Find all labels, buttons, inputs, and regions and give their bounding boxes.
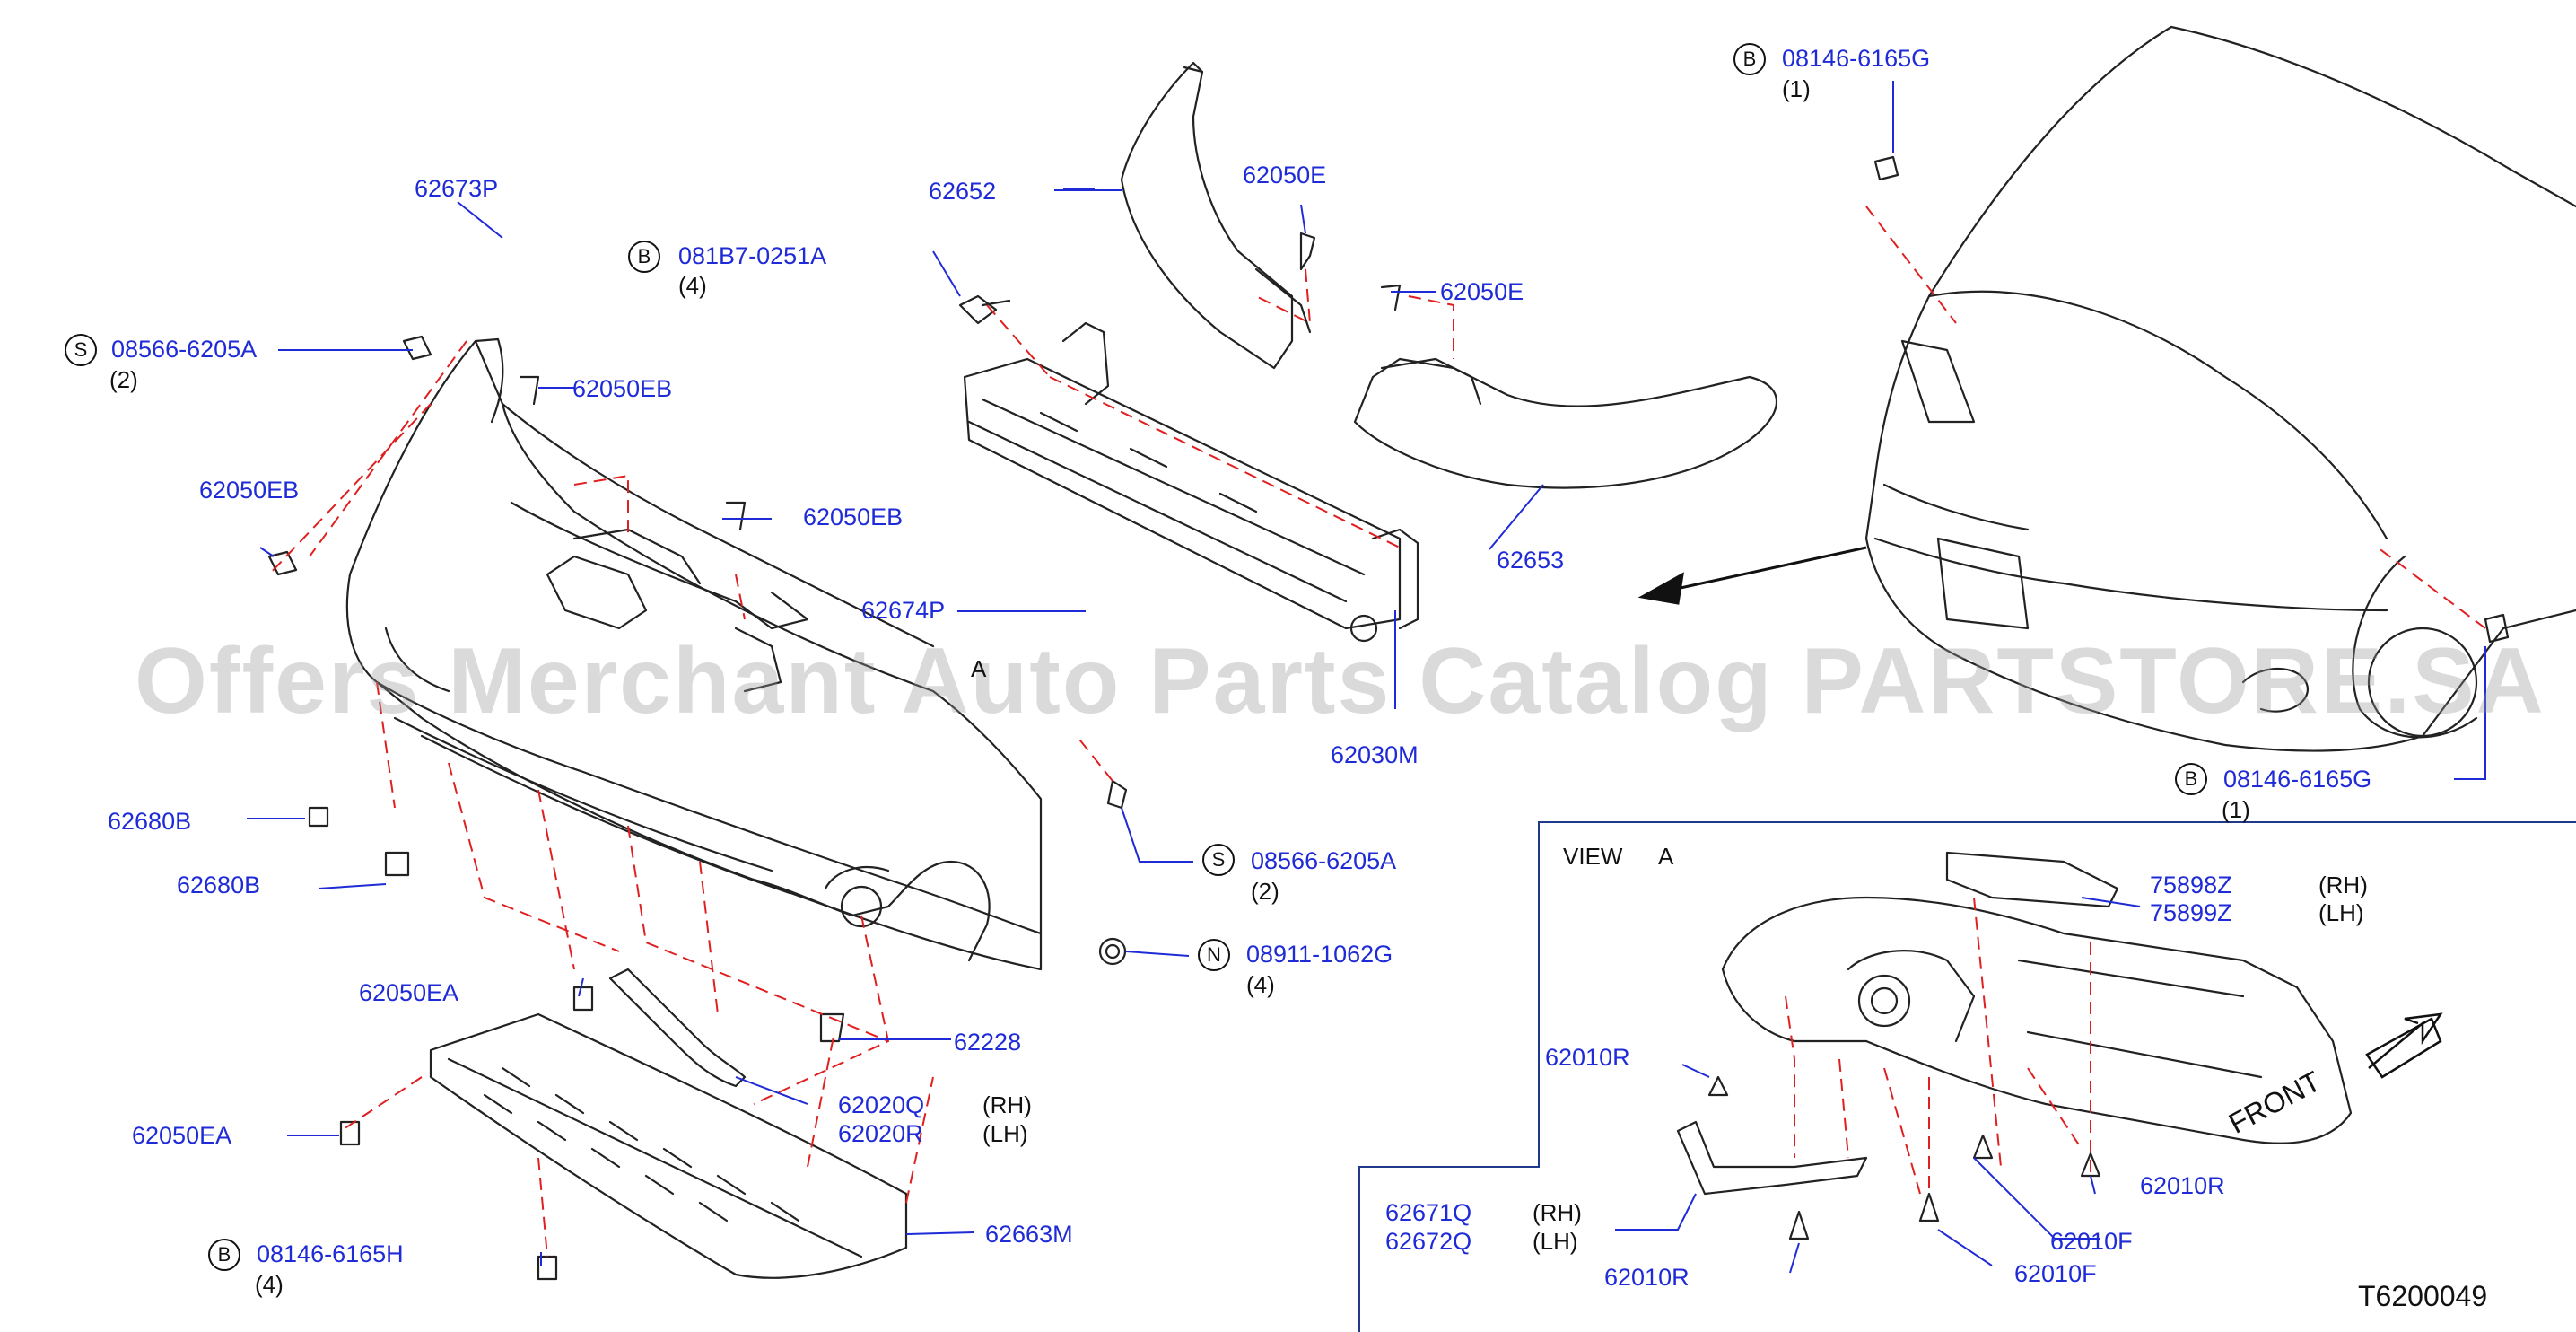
label-62680B[interactable]: 62680B bbox=[108, 808, 192, 835]
quantity-4: (4) bbox=[1246, 971, 1275, 998]
quantity-2: (2) bbox=[1251, 878, 1279, 905]
side-lh: (LH) bbox=[1533, 1228, 1578, 1255]
label-62050EB[interactable]: 62050EB bbox=[199, 477, 300, 504]
quantity-2: (2) bbox=[109, 366, 138, 393]
symbol-b-circle: B bbox=[208, 1239, 240, 1271]
label-62020R[interactable]: 62020R bbox=[838, 1120, 923, 1147]
side-lh: (LH) bbox=[982, 1120, 1028, 1147]
label-62010R[interactable]: 62010R bbox=[1545, 1044, 1630, 1071]
label-62680B[interactable]: 62680B bbox=[177, 872, 261, 898]
bumper-fascia[interactable] bbox=[345, 337, 1043, 971]
quantity-1: (1) bbox=[1782, 75, 1811, 102]
lower-deflector[interactable] bbox=[429, 1012, 908, 1279]
label-081B7-0251A[interactable]: 081B7-0251A bbox=[678, 242, 827, 269]
bracket-62653[interactable] bbox=[1353, 357, 1778, 489]
label-08146-6165G[interactable]: 08146-6165G bbox=[2223, 766, 2372, 793]
label-62020Q[interactable]: 62020Q bbox=[838, 1091, 925, 1118]
symbol-b-circle: B bbox=[1733, 43, 1766, 75]
label-62674P[interactable]: 62674P bbox=[861, 597, 946, 624]
label-62050EB[interactable]: 62050EB bbox=[803, 504, 904, 530]
front-arrow-icon bbox=[2365, 1012, 2443, 1079]
label-62030M[interactable]: 62030M bbox=[1331, 741, 1419, 768]
label-62653[interactable]: 62653 bbox=[1497, 547, 1565, 574]
leader-lines bbox=[247, 81, 2486, 1274]
view-letter: A bbox=[1658, 843, 1674, 870]
assembly-dash-lines bbox=[268, 206, 2486, 1258]
label-62673P[interactable]: 62673P bbox=[415, 175, 499, 202]
label-62663M[interactable]: 62663M bbox=[985, 1221, 1073, 1248]
label-62010R[interactable]: 62010R bbox=[2140, 1172, 2225, 1199]
label-62010F[interactable]: 62010F bbox=[2014, 1260, 2097, 1287]
label-75898Z[interactable]: 75898Z bbox=[2150, 872, 2232, 898]
reinforcement-bar[interactable] bbox=[963, 321, 1419, 643]
direction-arrow bbox=[1637, 546, 1867, 605]
symbol-s-circle: S bbox=[1202, 844, 1235, 876]
car-body bbox=[1864, 25, 2576, 752]
quantity-1: (1) bbox=[2222, 796, 2250, 823]
view-label: VIEW bbox=[1563, 843, 1623, 870]
label-75899Z[interactable]: 75899Z bbox=[2150, 899, 2232, 926]
side-strip[interactable] bbox=[608, 968, 747, 1088]
watermark: Offers Merchant Auto Parts Catalog PARTS… bbox=[135, 629, 2545, 733]
label-08146-6165H[interactable]: 08146-6165H bbox=[257, 1240, 404, 1267]
view-a-frame bbox=[1358, 821, 2576, 1332]
diagram-code: T6200049 bbox=[2358, 1280, 2488, 1312]
quantity-4: (4) bbox=[678, 272, 707, 299]
label-62050E[interactable]: 62050E bbox=[1440, 278, 1524, 305]
label-08566-6205A[interactable]: 08566-6205A bbox=[1251, 847, 1397, 874]
label-62672Q[interactable]: 62672Q bbox=[1385, 1228, 1472, 1255]
symbol-b-circle: B bbox=[628, 241, 660, 273]
symbol-n-circle: N bbox=[1198, 939, 1230, 971]
side-rh: (RH) bbox=[2318, 872, 2368, 898]
label-62010R[interactable]: 62010R bbox=[1604, 1264, 1690, 1291]
label-08911-1062G[interactable]: 08911-1062G bbox=[1246, 941, 1393, 968]
bracket-62652[interactable] bbox=[1120, 61, 1312, 370]
side-rh: (RH) bbox=[1533, 1199, 1582, 1226]
side-rh: (RH) bbox=[982, 1091, 1032, 1118]
label-62652[interactable]: 62652 bbox=[929, 178, 997, 205]
label-62228[interactable]: 62228 bbox=[954, 1029, 1022, 1056]
label-08146-6165G[interactable]: 08146-6165G bbox=[1782, 45, 1931, 72]
fasteners bbox=[267, 155, 2510, 1281]
label-08566-6205A[interactable]: 08566-6205A bbox=[111, 336, 258, 363]
label-62010F[interactable]: 62010F bbox=[2050, 1228, 2133, 1255]
symbol-b-circle: B bbox=[2175, 763, 2207, 795]
quantity-4: (4) bbox=[255, 1271, 284, 1298]
label-62671Q[interactable]: 62671Q bbox=[1385, 1199, 1472, 1226]
label-62050EB[interactable]: 62050EB bbox=[572, 375, 673, 402]
symbol-s-circle: S bbox=[65, 334, 97, 366]
label-62050EA[interactable]: 62050EA bbox=[359, 979, 459, 1006]
side-lh: (LH) bbox=[2318, 899, 2364, 926]
label-62050EA[interactable]: 62050EA bbox=[132, 1122, 232, 1149]
view-marker-a: A bbox=[971, 655, 987, 682]
view-a-detail bbox=[1676, 851, 2353, 1196]
label-62050E[interactable]: 62050E bbox=[1243, 162, 1327, 188]
